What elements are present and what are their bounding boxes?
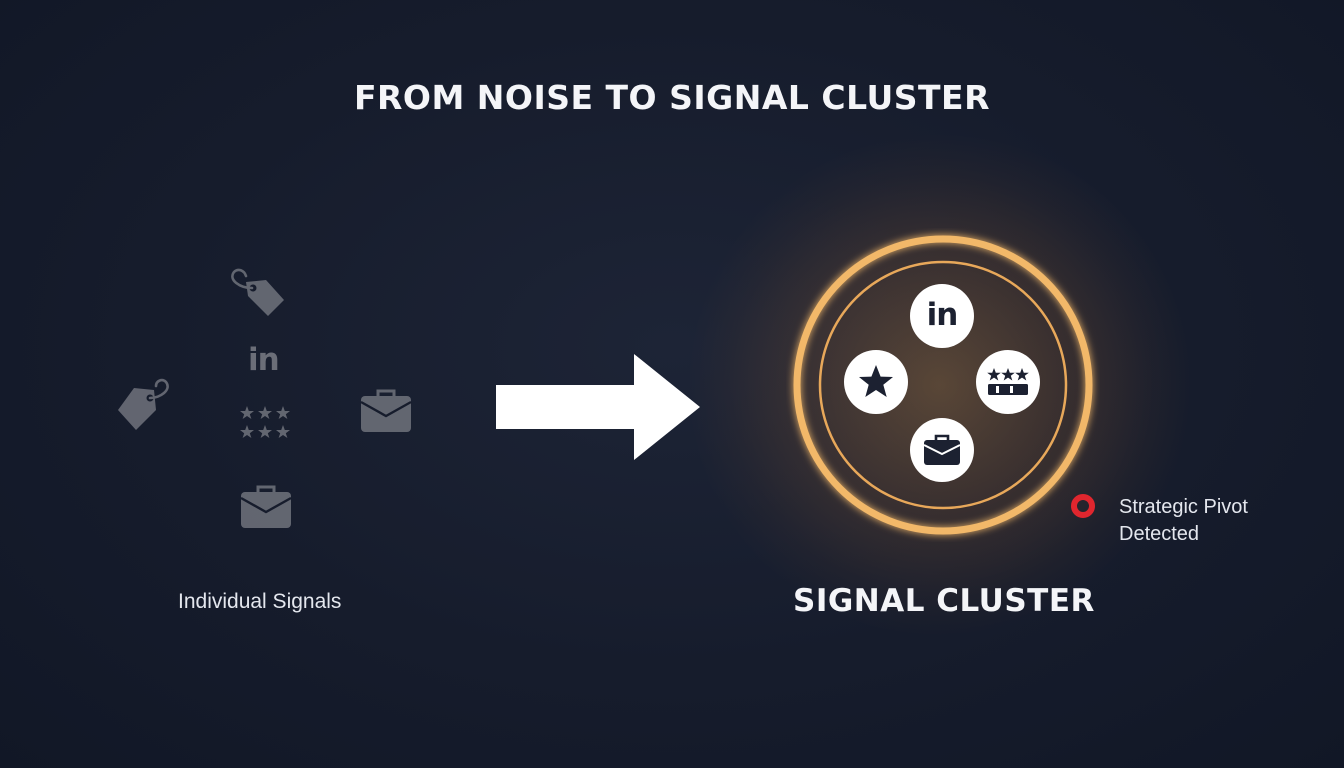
individual-signals-label: Individual Signals (178, 590, 342, 613)
individual-signals-group: in (0, 0, 412, 528)
cluster-rating-badge (976, 350, 1040, 414)
tag-icon (231, 268, 284, 316)
arrow-right-icon (496, 354, 700, 460)
strategic-pivot-label: Strategic Pivot Detected (1119, 496, 1248, 545)
linkedin-icon: in (248, 342, 280, 378)
signal-cluster-ring (793, 235, 1093, 535)
tag-icon (118, 378, 169, 430)
linkedin-icon: in (926, 297, 959, 333)
rating-stars-icon (987, 368, 1029, 395)
signal-cluster-label: SIGNAL CLUSTER (793, 583, 1095, 619)
cluster-linkedin-badge: in (910, 284, 974, 348)
star-icon (859, 365, 893, 397)
rating-stars-icon (240, 406, 290, 438)
briefcase-icon (923, 434, 961, 465)
briefcase-icon (360, 389, 412, 432)
cluster-star-badge (844, 350, 908, 414)
alert-ring-icon (1071, 494, 1095, 518)
page-title: FROM NOISE TO SIGNAL CLUSTER (353, 78, 991, 117)
cluster-briefcase-badge (910, 418, 974, 482)
briefcase-icon (240, 485, 292, 528)
cluster-glow (680, 135, 1200, 635)
